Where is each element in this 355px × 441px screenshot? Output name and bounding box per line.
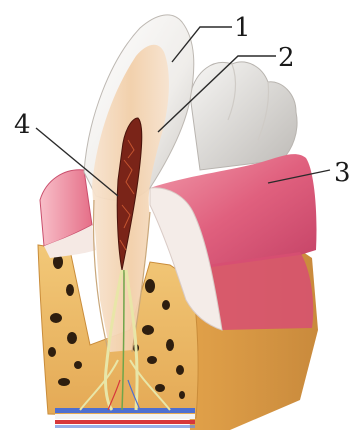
back-teeth (190, 62, 297, 170)
label-2: 2 (278, 43, 295, 73)
blood-vessels-base (55, 408, 195, 428)
label-3: 3 (334, 158, 351, 188)
label-1: 1 (234, 13, 251, 43)
label-4: 4 (14, 110, 31, 140)
